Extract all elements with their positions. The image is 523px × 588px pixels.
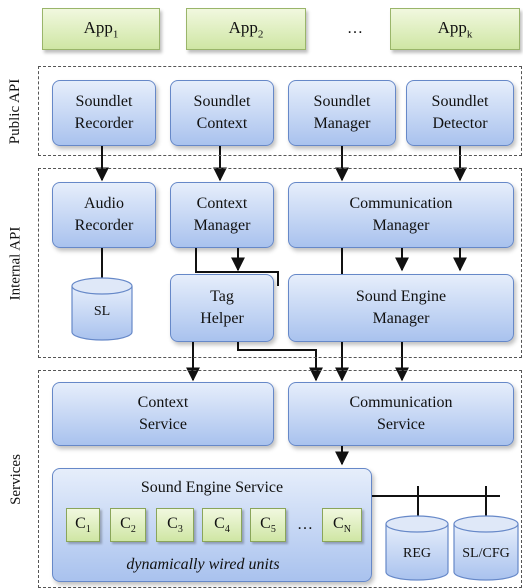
unit-c2: C2 <box>110 508 146 542</box>
app-1-label: App1 <box>83 17 119 41</box>
app-k-label: Appk <box>437 17 473 41</box>
slcfg-database-icon <box>453 515 519 581</box>
services-label: Services <box>7 453 24 505</box>
arrow-context-manager-to-communication-service <box>195 248 279 286</box>
unit-c1: C1 <box>66 508 100 542</box>
reg-database-label: REG <box>403 546 431 561</box>
unit-c4: C4 <box>202 508 242 542</box>
public-api-layer <box>38 66 522 156</box>
app-1-box: App1 <box>42 8 160 50</box>
internal-api-label: Internal API <box>7 226 24 300</box>
units-caption: dynamically wired units <box>126 556 280 573</box>
app-2-box: App2 <box>186 8 306 50</box>
arrow-tag-helper-to-communication-service <box>237 342 323 382</box>
app-k-box: Appk <box>390 8 520 50</box>
sl-database-label: SL <box>93 304 111 319</box>
app-2-label: App2 <box>228 17 264 41</box>
reg-database-icon <box>385 515 449 581</box>
slcfg-database-label: SL/CFG <box>462 546 510 561</box>
sound-engine-service-title: Sound Engine Service <box>140 479 284 496</box>
units-ellipsis: … <box>297 516 313 533</box>
apps-ellipsis: … <box>347 20 363 37</box>
public-api-label: Public API <box>7 78 24 144</box>
unit-c5: C5 <box>250 508 286 542</box>
unit-cn: CN <box>322 508 362 542</box>
internal-api-layer <box>38 168 522 358</box>
unit-c3: C3 <box>156 508 194 542</box>
sl-database-icon <box>71 277 133 341</box>
